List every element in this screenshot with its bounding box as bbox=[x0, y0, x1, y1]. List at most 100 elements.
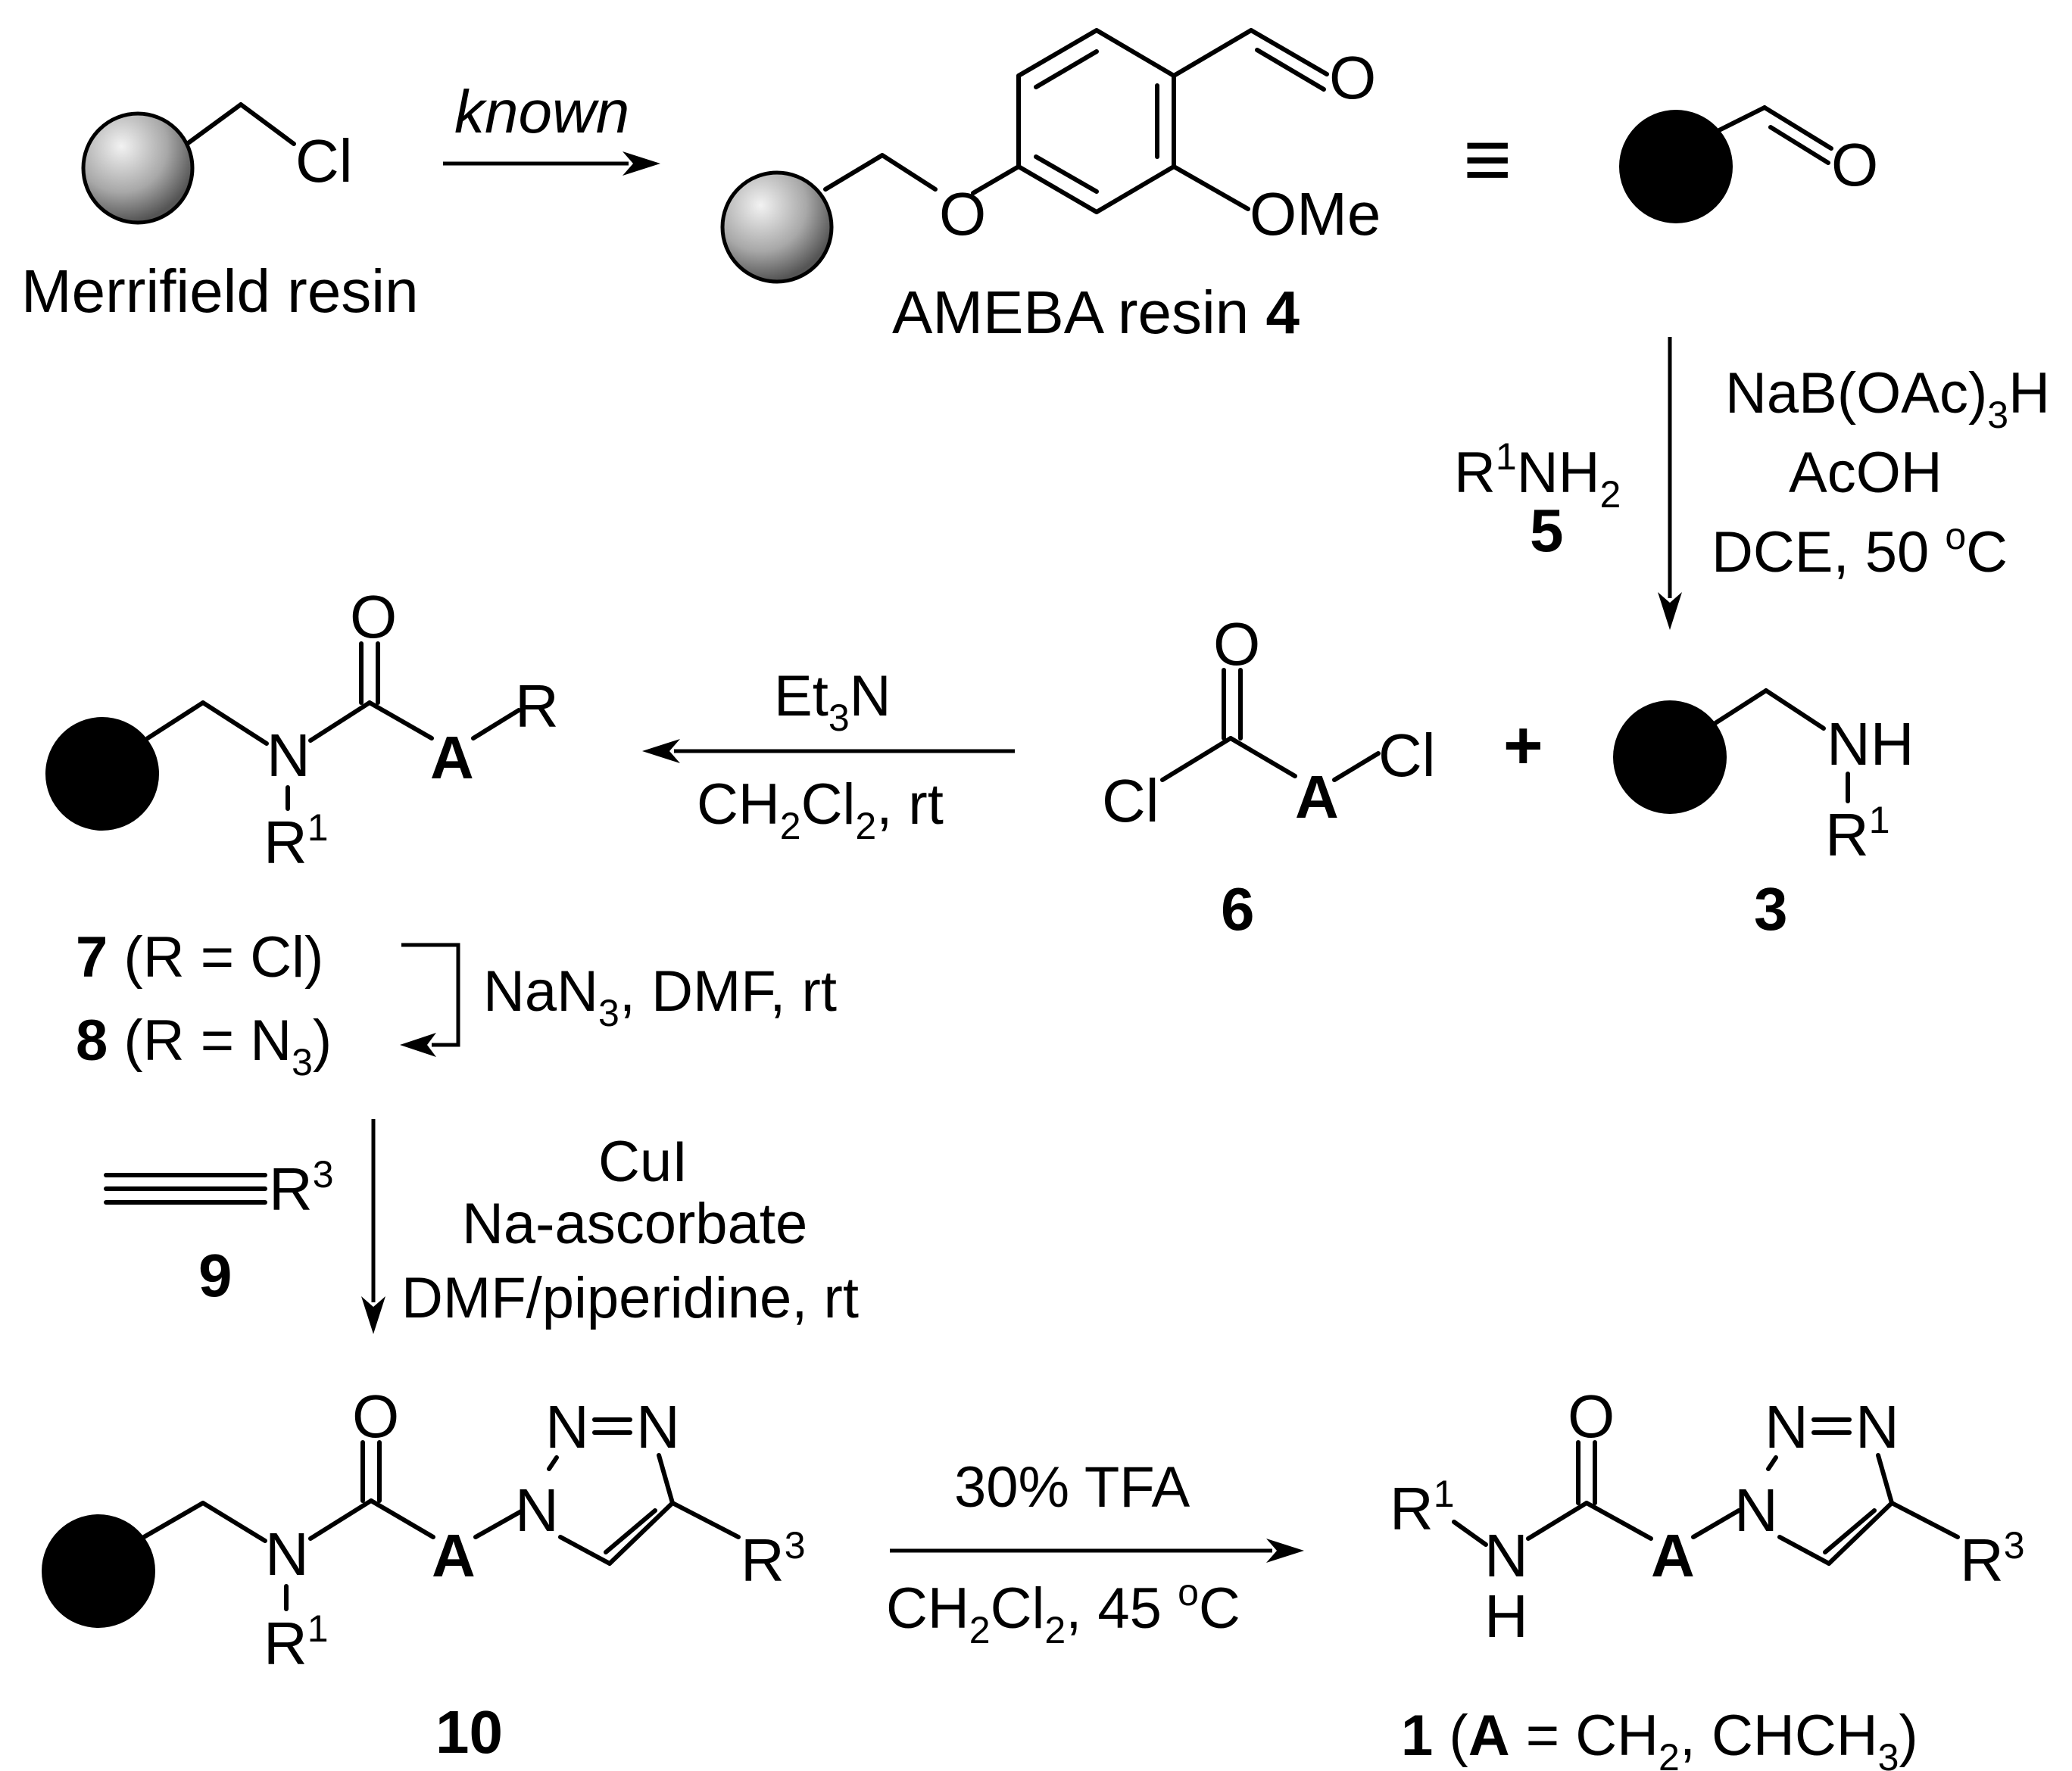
bond bbox=[1777, 1535, 1831, 1566]
bond bbox=[657, 1453, 675, 1505]
compound-number-9: 9 bbox=[198, 1242, 232, 1309]
condition-line-1: Et3N bbox=[774, 664, 891, 739]
bond bbox=[1717, 105, 1767, 133]
bond bbox=[670, 1501, 741, 1539]
bond bbox=[1762, 105, 1833, 151]
linker-a: A bbox=[1295, 763, 1339, 831]
atom-n2: N bbox=[545, 1393, 589, 1461]
compound-number-3: 3 bbox=[1754, 875, 1788, 943]
bond bbox=[369, 1498, 435, 1539]
resin-bead-icon bbox=[45, 717, 159, 831]
condition-line-2: CH2Cl2, 45 oC bbox=[886, 1571, 1240, 1651]
r1-substituent: R1 bbox=[264, 806, 329, 876]
bond bbox=[308, 700, 372, 743]
arrow-azidation: NaN3, DMF, rt bbox=[400, 943, 837, 1057]
bond bbox=[473, 1508, 525, 1539]
resin-bead-icon bbox=[81, 111, 195, 225]
atom-n3: N bbox=[1855, 1393, 1899, 1461]
bond bbox=[1332, 751, 1381, 782]
atom-o-carbonyl: O bbox=[1329, 44, 1376, 111]
bond bbox=[1172, 164, 1250, 211]
atom-nh: NH bbox=[1827, 710, 1914, 778]
bond bbox=[1172, 28, 1253, 78]
compound-number-5: 5 bbox=[1530, 497, 1564, 564]
bond bbox=[1034, 154, 1099, 194]
atom-o: O bbox=[1831, 131, 1878, 198]
bond bbox=[1452, 1520, 1488, 1547]
atom-h: H bbox=[1484, 1582, 1528, 1650]
bond bbox=[142, 1501, 205, 1539]
bond bbox=[145, 700, 205, 741]
resin-bead-icon bbox=[42, 1514, 155, 1628]
arrow-reductive-amination: R1NH2 5 NaB(OAc)3H AcOH DCE, 50 oC bbox=[1454, 337, 2050, 630]
r1-substituent: R1 bbox=[1390, 1473, 1455, 1542]
merrifield-resin: Cl Merrifield resin bbox=[21, 102, 419, 325]
bond bbox=[558, 1535, 612, 1566]
label-compound-1: 1 (A = CH2, CHCH3) bbox=[1401, 1704, 1918, 1771]
compound-10: N R1 O A N N N R3 10 bbox=[42, 1383, 806, 1766]
ameba-label: AMEBA resin 4 bbox=[892, 279, 1300, 346]
bond bbox=[201, 1501, 267, 1543]
bond bbox=[1584, 1501, 1653, 1541]
known-label: known bbox=[454, 78, 629, 145]
bond bbox=[547, 1455, 559, 1471]
arrow-click: R3 9 CuI Na-ascorbate DMF/piperidine, rt bbox=[104, 1119, 859, 1334]
atom-n: N bbox=[1484, 1522, 1528, 1589]
atom-n1: N bbox=[1734, 1476, 1778, 1544]
ameba-simplified: O bbox=[1619, 105, 1878, 223]
merrifield-label: Merrifield resin bbox=[21, 257, 419, 325]
compound-6: Cl O A Cl 6 bbox=[1102, 610, 1436, 943]
plus-sign: + bbox=[1503, 708, 1543, 784]
atom-o: O bbox=[1213, 610, 1260, 678]
bond bbox=[1889, 1501, 1960, 1539]
bond bbox=[185, 102, 296, 146]
bond bbox=[1255, 48, 1326, 92]
atom-n1: N bbox=[515, 1476, 559, 1544]
label-compound-8: 8 (R = N3) bbox=[76, 1009, 332, 1083]
condition-line-1: CuI bbox=[598, 1130, 688, 1194]
benzene-ring bbox=[1016, 28, 1176, 214]
r1-substituent: R1 bbox=[264, 1607, 329, 1677]
atom-cl: Cl bbox=[295, 127, 353, 195]
bond bbox=[1228, 736, 1297, 778]
bond bbox=[1249, 28, 1329, 76]
atom-ome: OMe bbox=[1250, 180, 1381, 248]
bond bbox=[1526, 1501, 1589, 1541]
linker-a: A bbox=[1651, 1522, 1695, 1589]
r3-substituent: R3 bbox=[269, 1153, 334, 1223]
atom-o: O bbox=[350, 583, 397, 650]
atom-cl-left: Cl bbox=[1102, 767, 1159, 834]
condition-line-1: 30% TFA bbox=[954, 1455, 1190, 1520]
bond bbox=[201, 700, 269, 746]
bond bbox=[1766, 1455, 1778, 1471]
resin-bead-icon bbox=[720, 170, 834, 284]
atom-n: N bbox=[267, 722, 310, 789]
arrow-cleavage: 30% TFA CH2Cl2, 45 oC bbox=[886, 1455, 1304, 1651]
atom-n3: N bbox=[636, 1393, 680, 1461]
linker-a: A bbox=[430, 724, 474, 791]
bond bbox=[1768, 125, 1830, 165]
resin-bead-icon bbox=[1613, 700, 1727, 814]
label-compound-7: 7 (R = Cl) bbox=[76, 925, 323, 990]
r3-substituent: R3 bbox=[741, 1524, 806, 1594]
condition-line-2: CH2Cl2, rt bbox=[697, 772, 944, 847]
resin-bead-icon bbox=[1619, 110, 1733, 223]
bond bbox=[1823, 1508, 1877, 1554]
bond bbox=[1764, 688, 1826, 731]
atom-o: O bbox=[352, 1383, 399, 1450]
ameba-resin: O O OMe AMEBA resin 4 bbox=[720, 28, 1381, 346]
bond bbox=[823, 153, 938, 192]
atom-o: O bbox=[1568, 1383, 1615, 1450]
compound-7-8: N R1 O A R 7 (R = Cl) 8 (R = N3) bbox=[45, 583, 559, 1083]
compound-number-6: 6 bbox=[1221, 875, 1255, 943]
atom-n2: N bbox=[1765, 1393, 1808, 1461]
linker-a: A bbox=[432, 1522, 476, 1589]
bond bbox=[1691, 1508, 1741, 1539]
condition-line-3: DMF/piperidine, rt bbox=[401, 1266, 859, 1330]
condition-line-2: Na-ascorbate bbox=[462, 1192, 807, 1256]
bond bbox=[607, 1501, 675, 1566]
equivalence-symbol: ≡ bbox=[1463, 113, 1512, 206]
bond bbox=[1827, 1501, 1894, 1566]
bond bbox=[1876, 1453, 1894, 1505]
